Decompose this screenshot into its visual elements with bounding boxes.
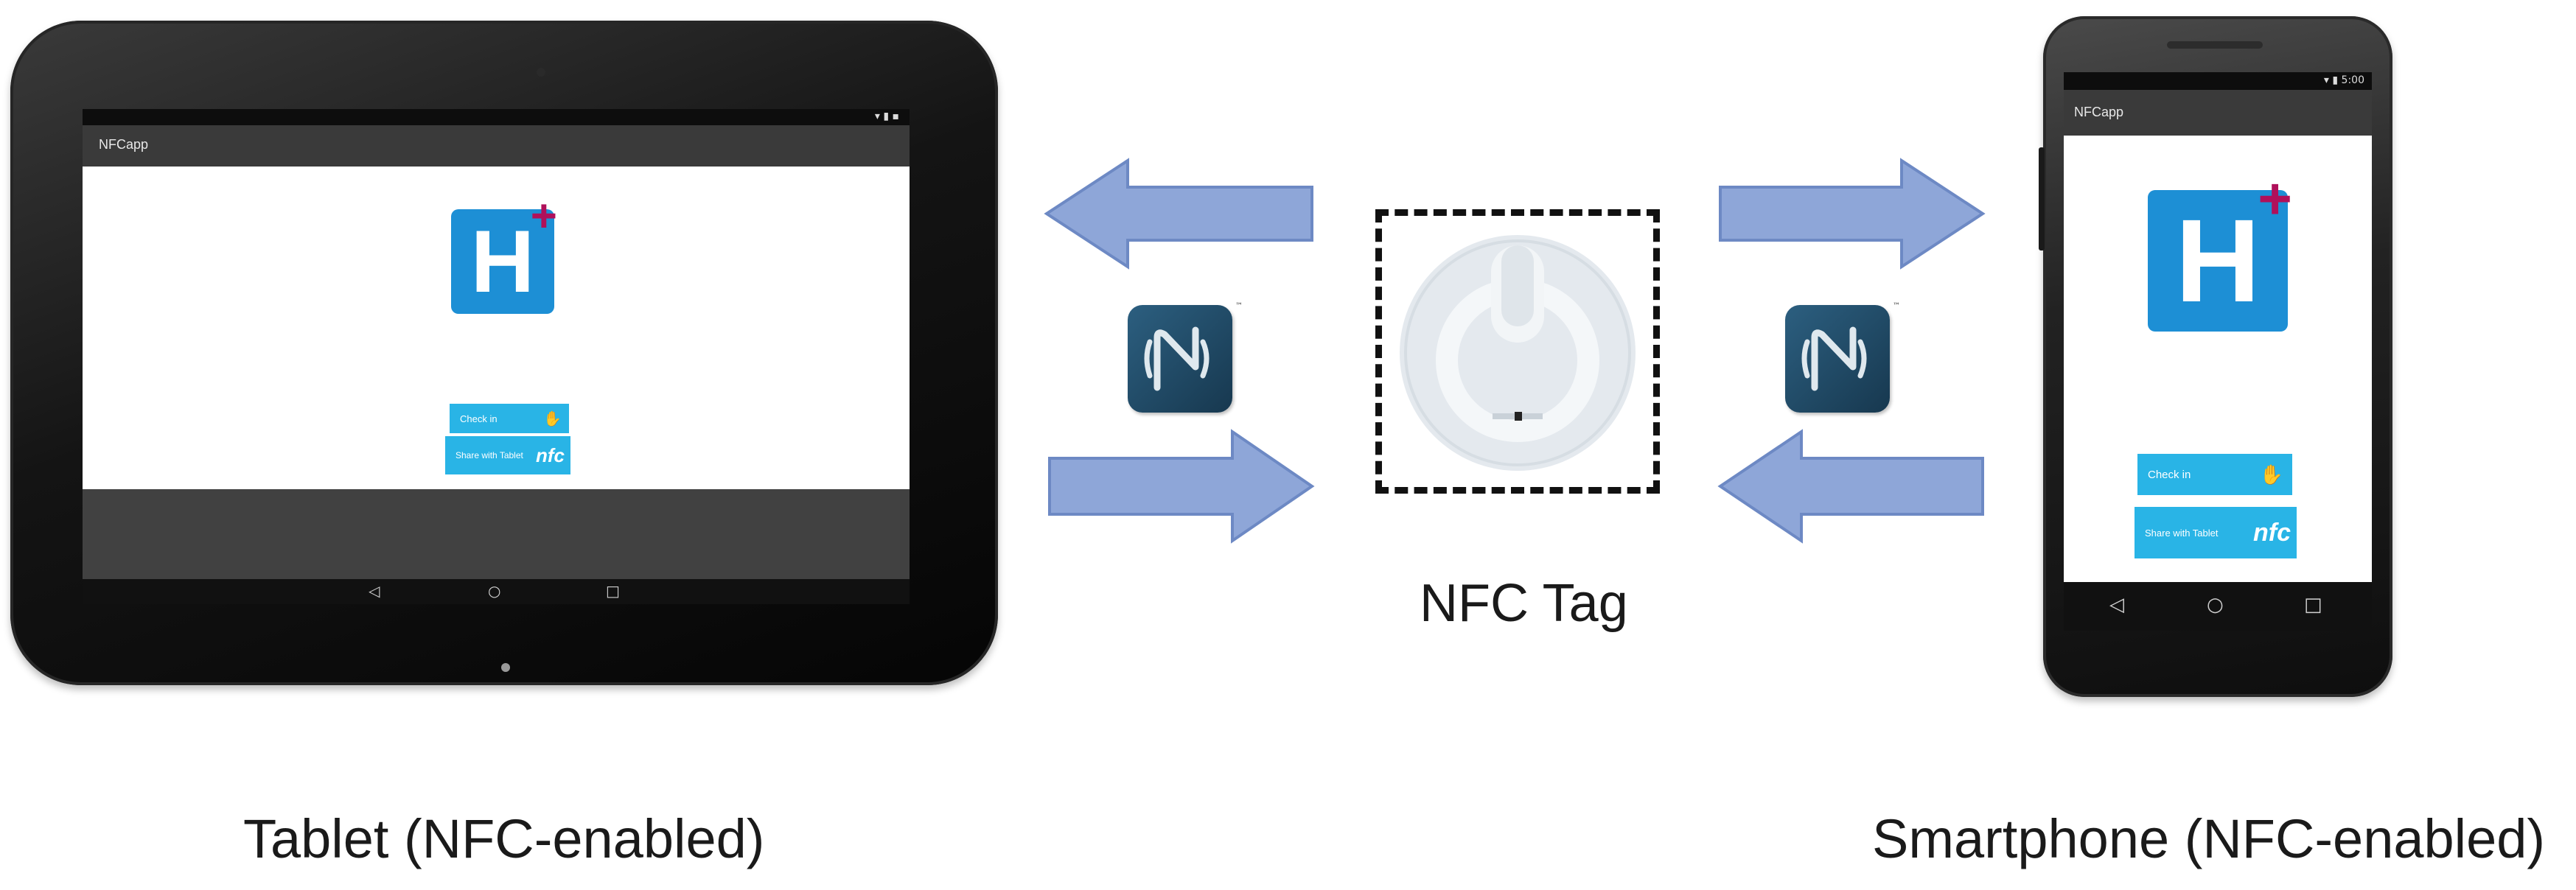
- share-label: Share with Tablet: [455, 450, 523, 460]
- nfc-logo-right: [1785, 305, 1890, 413]
- arrow-right-bottom: [1717, 429, 1984, 544]
- check-in-label: Check in: [460, 413, 498, 424]
- check-in-button[interactable]: Check in ✋: [2137, 454, 2292, 495]
- status-icons: ▾ ▮ ▪: [874, 111, 899, 122]
- nfc-tag-caption: NFC Tag: [1420, 574, 1628, 633]
- tablet-status-bar: ▾ ▮ ▪: [83, 109, 910, 125]
- recents-icon[interactable]: □: [606, 582, 620, 600]
- tablet-home-sensor: [501, 663, 510, 672]
- phone-speaker: [2167, 41, 2263, 49]
- back-icon[interactable]: ◁: [2109, 594, 2124, 616]
- arrow-right-top: [1719, 158, 1986, 270]
- phone-app-title: NFCapp: [2074, 105, 2124, 119]
- app-icon-letter: H: [470, 212, 535, 311]
- smartphone-caption: Smartphone (NFC-enabled): [1872, 808, 2546, 869]
- tablet-app-content: H + Check in ✋ Share with Tablet nfc: [83, 167, 910, 489]
- hospital-app-icon: H +: [2148, 166, 2292, 332]
- tablet-caption: Tablet (NFC-enabled): [243, 808, 765, 869]
- check-in-label: Check in: [2148, 468, 2191, 481]
- tm-mark: ™: [1893, 302, 1900, 310]
- recents-icon[interactable]: □: [2304, 594, 2322, 616]
- hospital-app-icon: H +: [451, 191, 557, 314]
- check-in-button[interactable]: Check in ✋: [450, 404, 569, 433]
- app-icon-letter: H: [2175, 195, 2261, 326]
- nfc-tag-frame: [1375, 209, 1660, 494]
- share-label: Share with Tablet: [2145, 527, 2219, 539]
- tablet-camera: [537, 68, 545, 77]
- status-icons: ▾ ▮ 5:00: [2323, 74, 2364, 86]
- arrow-left-top: [1044, 158, 1313, 270]
- back-icon[interactable]: ◁: [369, 582, 380, 600]
- phone-status-bar: ▾ ▮ 5:00: [2064, 72, 2372, 90]
- home-icon[interactable]: ○: [488, 582, 501, 600]
- phone-side-button: [2039, 147, 2045, 250]
- plus-icon: +: [2258, 166, 2292, 231]
- phone-screen: ▾ ▮ 5:00 NFCapp H + Check in ✋ Share wit…: [2064, 72, 2372, 631]
- tablet-app-bar: NFCapp: [83, 125, 910, 167]
- phone-nav-bar: ◁ ○ □: [2064, 582, 2372, 631]
- tablet-empty-area: [83, 489, 910, 579]
- tablet-nav-bar: ◁ ○ □: [83, 579, 910, 604]
- share-with-tablet-button[interactable]: Share with Tablet nfc: [2135, 507, 2297, 558]
- share-with-tablet-button[interactable]: Share with Tablet nfc: [445, 436, 570, 474]
- hand-icon: ✋: [543, 410, 562, 427]
- plus-icon: +: [530, 191, 557, 242]
- hand-icon: ✋: [2259, 463, 2283, 486]
- home-icon[interactable]: ○: [2207, 594, 2224, 616]
- nfc-tag-sticker: [1400, 235, 1636, 471]
- nfc-icon: nfc: [536, 444, 565, 466]
- phone-app-content: H + Check in ✋ Share with Tablet nfc: [2064, 136, 2372, 582]
- nfc-icon: nfc: [2253, 518, 2291, 547]
- tablet-app-title: NFCapp: [99, 137, 149, 152]
- tablet-screen: ▾ ▮ ▪ NFCapp H + Check in ✋ Share with T…: [83, 109, 910, 604]
- phone-app-bar: NFCapp: [2064, 90, 2372, 136]
- arrow-left-bottom: [1048, 429, 1315, 544]
- tm-mark: ™: [1235, 302, 1243, 310]
- nfc-n-icon: [1801, 326, 1867, 391]
- nfc-n-icon: [1144, 326, 1210, 391]
- nfc-logo-left: [1128, 305, 1232, 413]
